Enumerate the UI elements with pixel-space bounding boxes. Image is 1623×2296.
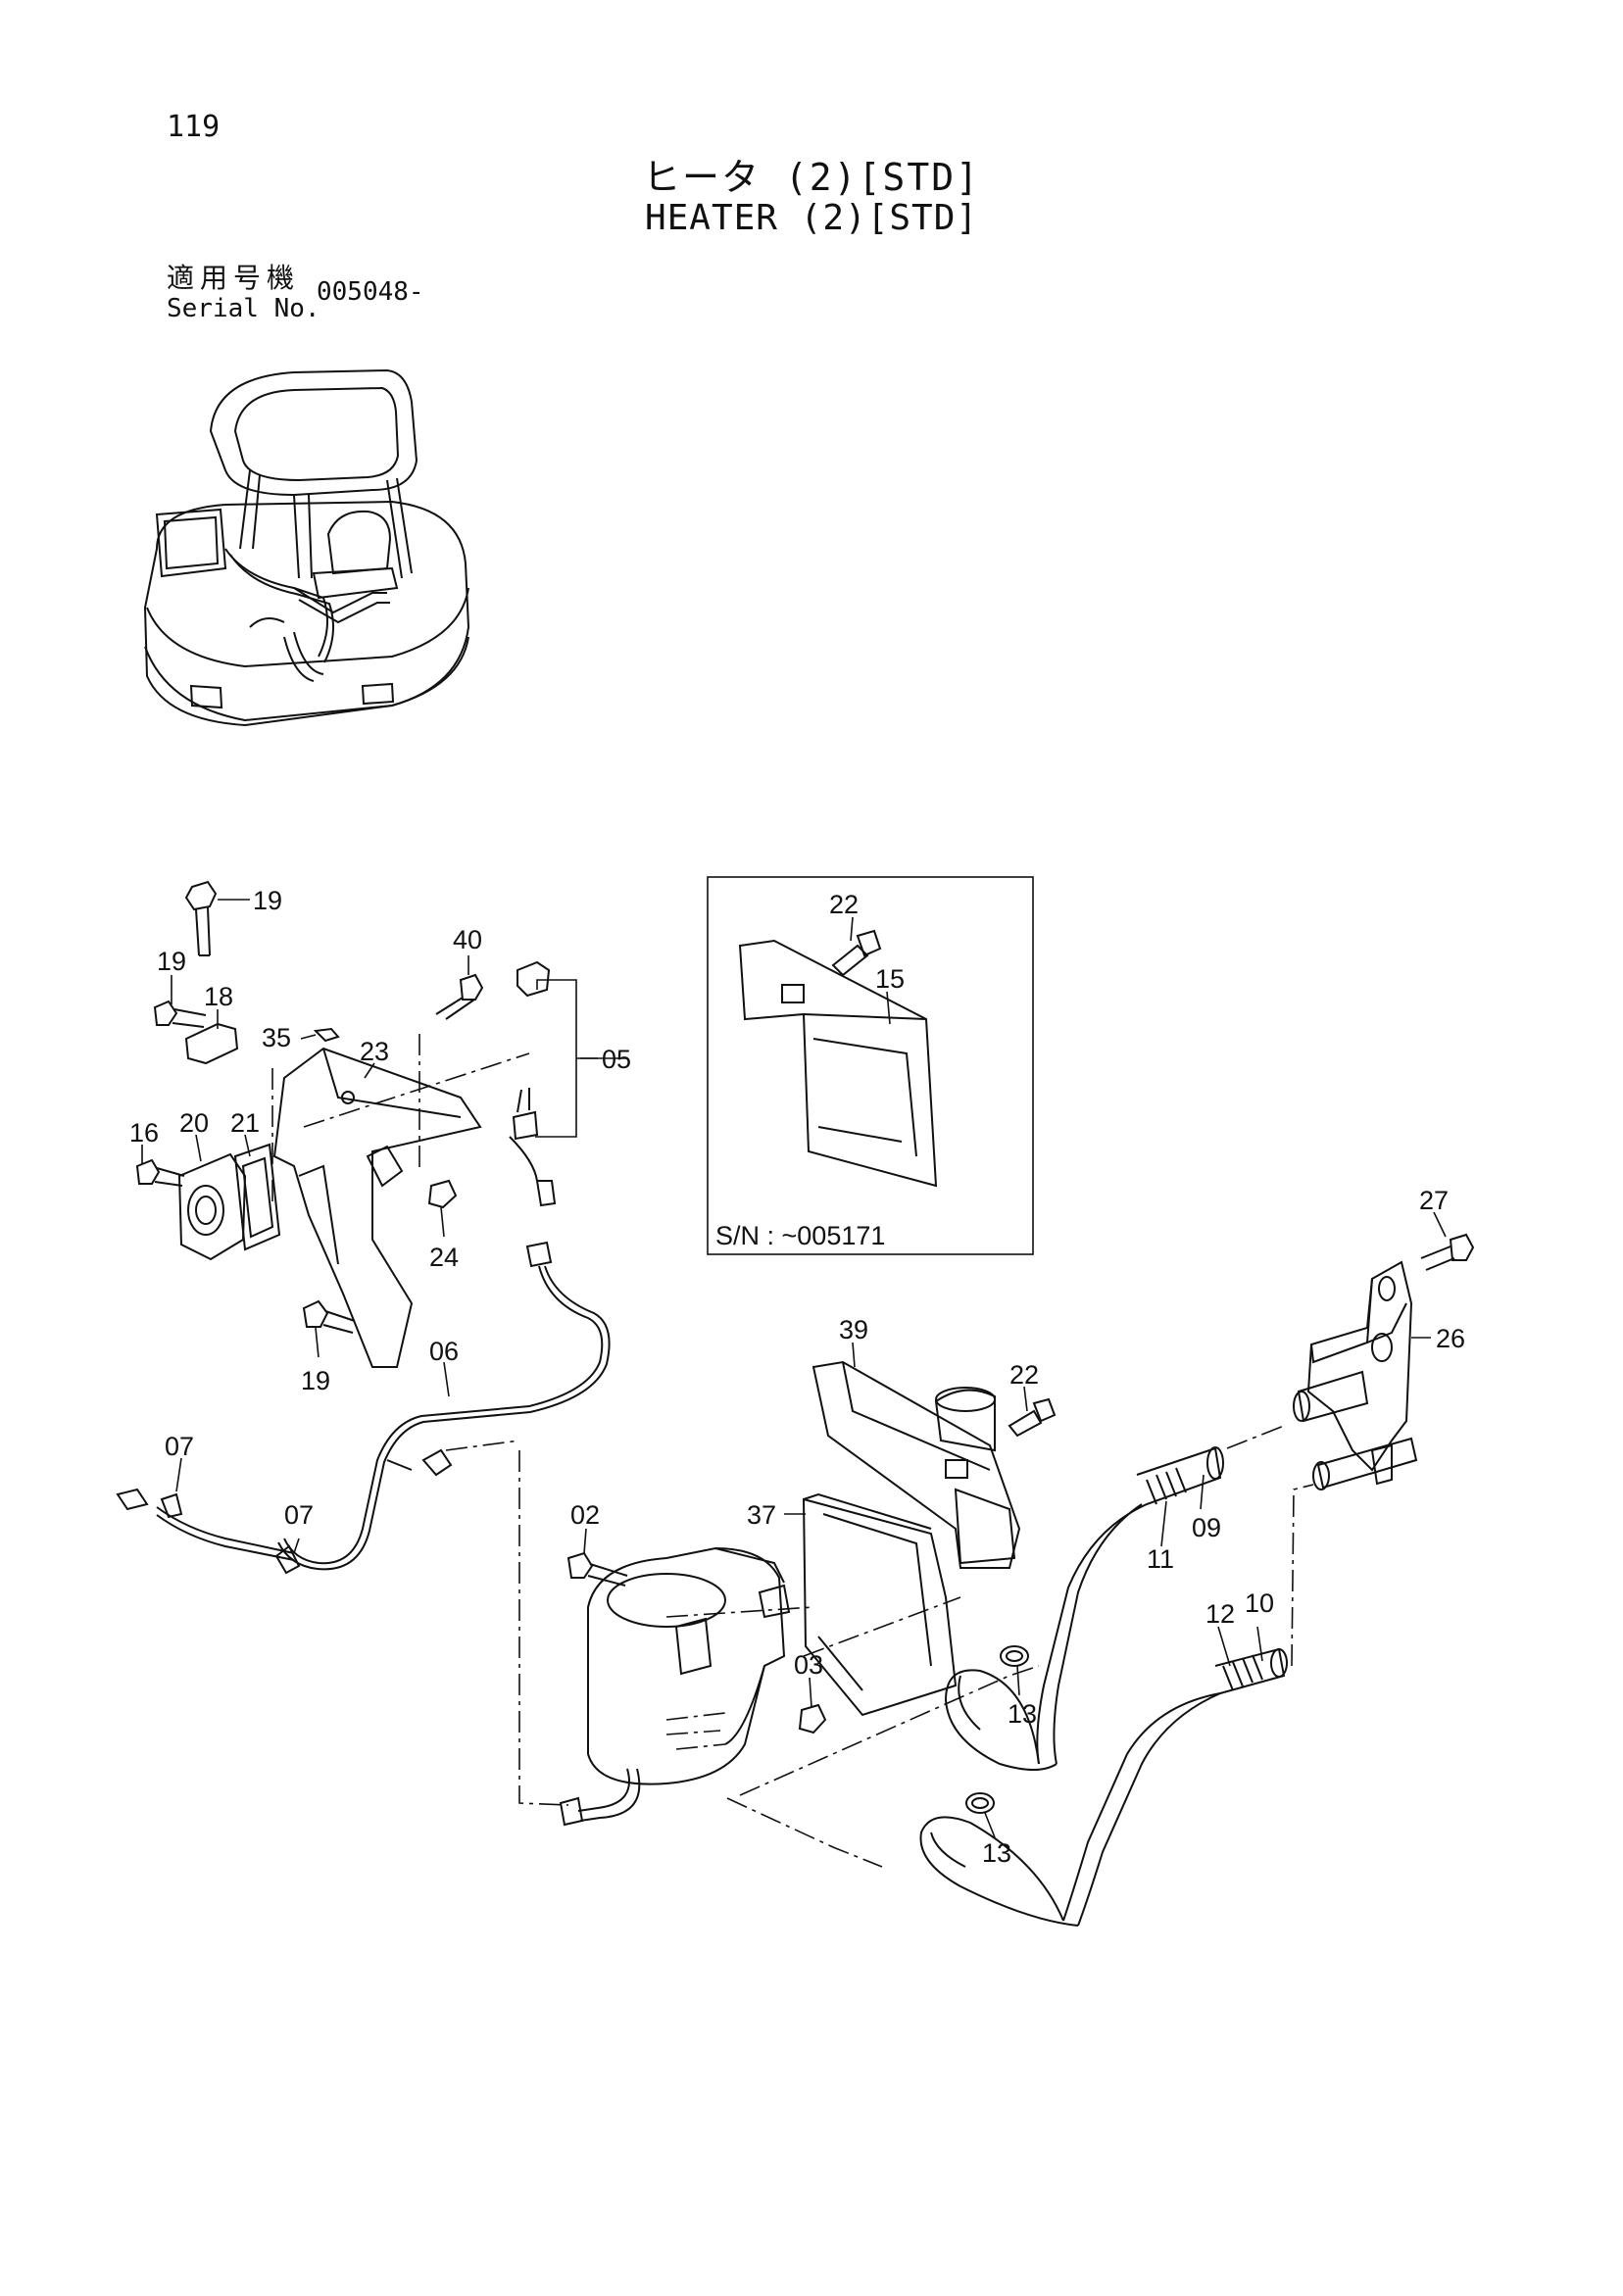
- callout-37: 37: [747, 1500, 776, 1530]
- callout-13-upper: 13: [1008, 1699, 1037, 1729]
- callout-24: 24: [429, 1243, 459, 1272]
- callout-12: 12: [1205, 1599, 1235, 1629]
- callout-06: 06: [429, 1337, 459, 1366]
- callout-10: 10: [1245, 1588, 1274, 1618]
- callout-03: 03: [794, 1650, 823, 1680]
- callout-22-inset: 22: [829, 890, 859, 919]
- callout-09: 09: [1192, 1513, 1221, 1542]
- callout-05: 05: [602, 1045, 631, 1074]
- callout-19-top: 19: [253, 886, 282, 915]
- callout-39: 39: [839, 1315, 868, 1344]
- leader-lines: [141, 899, 1447, 1838]
- callout-07-right: 07: [284, 1500, 314, 1530]
- inset-box: [707, 876, 1034, 1255]
- inset-serial-note: S/N : ~005171: [715, 1221, 885, 1250]
- callout-02: 02: [570, 1500, 600, 1530]
- callout-26: 26: [1436, 1324, 1465, 1353]
- serial-label-japanese: 適用号機: [167, 262, 301, 294]
- callout-11: 11: [1147, 1544, 1174, 1574]
- title-japanese: ヒータ (2)[STD]: [643, 156, 980, 199]
- callout-27: 27: [1419, 1186, 1449, 1215]
- callout-15: 15: [875, 964, 905, 994]
- callout-13-lower: 13: [982, 1838, 1011, 1868]
- hose-assembly: [919, 1425, 1314, 1927]
- mounting-bracket: [1293, 1233, 1475, 1490]
- title-english: HEATER (2)[STD]: [644, 198, 979, 238]
- heater-unit: [559, 1360, 1057, 1868]
- callout-21: 21: [230, 1108, 260, 1138]
- callout-22: 22: [1009, 1360, 1039, 1390]
- callout-40: 40: [453, 925, 482, 954]
- wiring-harness: [116, 960, 627, 1806]
- serial-label-english: Serial No.: [167, 294, 320, 323]
- bracket-assembly: [135, 880, 530, 1368]
- callout-35: 35: [262, 1023, 291, 1052]
- callout-23: 23: [360, 1037, 389, 1066]
- callout-20: 20: [179, 1108, 209, 1138]
- page-number: 119: [167, 110, 221, 144]
- callout-19-left: 19: [157, 947, 186, 976]
- machine-overview-illustration: [143, 368, 470, 727]
- callout-16: 16: [129, 1118, 159, 1148]
- serial-number-value: 005048-: [317, 277, 424, 307]
- callout-18: 18: [204, 982, 233, 1011]
- callout-labels: 19 19 18 35 23 40 05 16 20 21 24 19 06 0…: [129, 886, 1465, 1868]
- callout-19-bottom: 19: [301, 1366, 330, 1395]
- callout-07-left: 07: [165, 1432, 194, 1461]
